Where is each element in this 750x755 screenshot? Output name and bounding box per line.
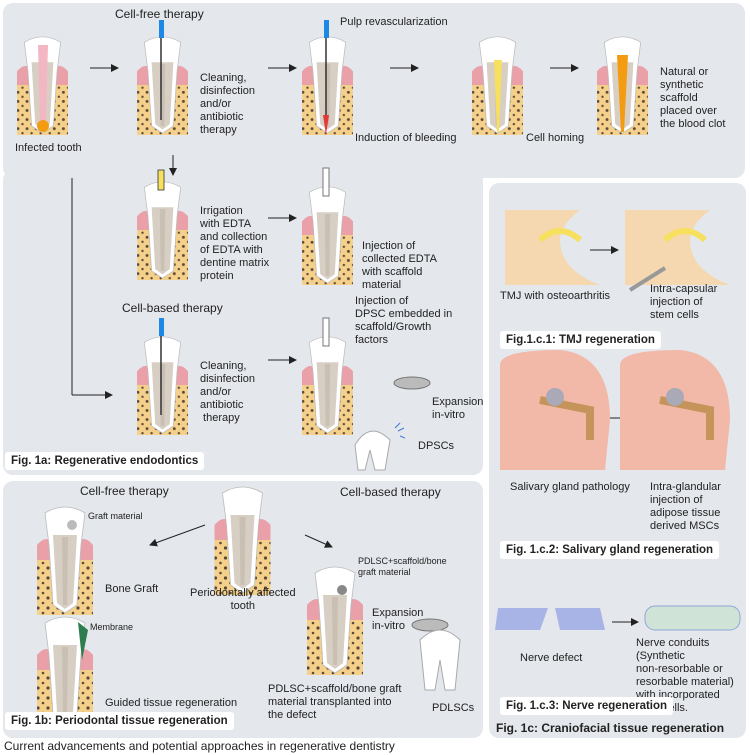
dpsc-cells [394, 422, 406, 439]
fig1a-panel-lower [3, 170, 483, 475]
infected-tooth [16, 36, 69, 135]
edta-injection-tooth [301, 167, 354, 285]
fig1c-title: Fig. 1c: Craniofacial tissue regeneratio… [496, 721, 725, 735]
salivary-pathology-label: Salivary gland pathology [510, 481, 630, 493]
petri-dish-2 [411, 618, 449, 632]
tmj-injection-label: Intra-capsular injection of stem cells [650, 283, 718, 321]
scaffold-over-clot-label: Natural or synthetic scaffold placed ove… [660, 66, 726, 130]
bone-graft-tooth [36, 506, 94, 615]
dpscs-label: DPSCs [418, 440, 455, 452]
periodontally-affected-label: Periodontally affected tooth [190, 587, 296, 612]
cleaning-label-2: Cleaning, disinfection and/or antibiotic… [200, 360, 256, 424]
petri-dish-1 [393, 376, 431, 390]
tmj-disc-1 [537, 228, 583, 243]
extracted-tooth-1 [354, 430, 391, 471]
salivary-injection-label: Intra-glandular injection of adipose tis… [650, 481, 721, 532]
nerve-title: Fig. 1.c.3: Nerve regeneration [500, 697, 674, 715]
periodontal-tooth [213, 486, 272, 595]
transplanted-label: PDLSC+scaffold/bone graft material trans… [268, 683, 402, 721]
injection-dpsc-label: Injection of DPSC embedded in scaffold/G… [355, 295, 453, 346]
guided-tissue-tooth [36, 616, 94, 725]
bone-graft-label: Bone Graft [105, 583, 159, 595]
pulp-revascularization-label: Pulp revascularization [340, 16, 448, 28]
tmj-disc-2 [662, 228, 708, 243]
cell-homing-label: Cell homing [526, 132, 585, 144]
pulp-revasc-tooth [301, 20, 354, 135]
expansion-label-1: Expansion in-vitro [432, 396, 484, 421]
fig1b-title: Fig. 1b: Periodontal tissue regeneration [5, 712, 234, 730]
nerve-left [495, 608, 548, 630]
fig1b-cell-based-title: Cell-based therapy [340, 485, 441, 499]
cleaning-label-1: Cleaning, disinfection and/or antibiotic… [200, 72, 256, 136]
head-2 [620, 350, 730, 470]
tmj-title: Fig.1.c.1: TMJ regeneration [500, 331, 661, 349]
salivary-title: Fig. 1.c.2: Salivary gland regeneration [500, 541, 720, 559]
cell-based-tooth [136, 318, 189, 435]
tmj-bone-2 [625, 210, 730, 285]
nerve-right [555, 608, 605, 630]
induction-of-bleeding-label: Induction of bleeding [355, 132, 457, 144]
fig1a-title: Fig. 1a: Regenerative endodontics [5, 452, 205, 470]
fig1b-cell-free-title: Cell-free therapy [80, 484, 169, 498]
cell-homing-tooth [471, 36, 524, 135]
expansion-label-2: Expansion in-vitro [372, 607, 424, 632]
arrow-b1 [149, 524, 206, 547]
arrow-b2 [304, 534, 333, 548]
gland-1 [546, 388, 564, 406]
cell-based-therapy-title: Cell-based therapy [122, 301, 223, 315]
dpsc-injection-tooth [301, 317, 354, 435]
nerve-conduit [644, 605, 741, 631]
gland-2 [666, 388, 684, 406]
edta-tooth [136, 169, 189, 280]
cell-free-therapy-title: Cell-free therapy [115, 7, 204, 21]
tmj-syringe [628, 266, 667, 292]
graft-material-label: Graft material [88, 511, 143, 521]
nerve-defect-label: Nerve defect [520, 652, 583, 664]
guided-tissue-label: Guided tissue regeneration [105, 697, 238, 709]
injection-edta-label: Injection of collected EDTA with scaffol… [362, 240, 437, 291]
pdlsc-tooth [306, 566, 364, 675]
tmj-bone-1 [505, 210, 600, 285]
pdlsc-scaffold-label: PDLSC+scaffold/bone graft material [358, 556, 447, 577]
scaffold-tooth [596, 36, 649, 135]
extracted-tooth-2 [419, 629, 461, 691]
membrane-label: Membrane [90, 622, 134, 632]
infected-tooth-label: Infected tooth [15, 142, 82, 154]
figure-caption: Current advancements and potential appro… [4, 739, 395, 753]
head-1 [500, 350, 610, 470]
tmj-osteo-label: TMJ with osteoarthritis [500, 290, 611, 302]
irrigation-edta-label: Irrigation with EDTA and collection of E… [200, 205, 270, 282]
pdlscs-label: PDLSCs [432, 702, 475, 714]
cleaning-tooth-1 [136, 20, 189, 135]
